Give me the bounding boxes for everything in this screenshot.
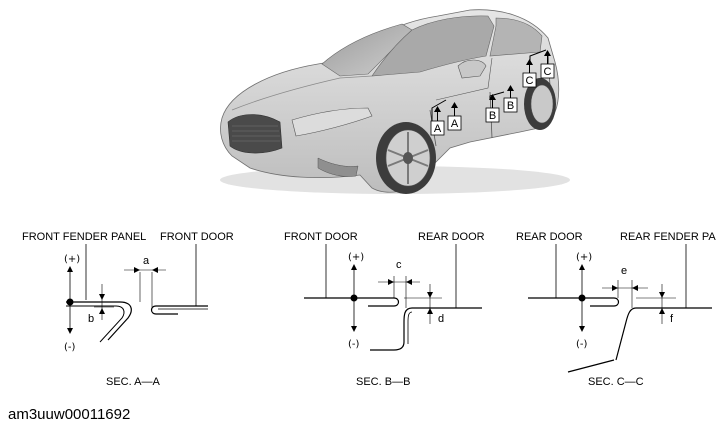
section-b-left-label: FRONT DOOR xyxy=(284,231,358,243)
section-c-gap-label: e xyxy=(621,265,627,277)
section-c-flush-label: f xyxy=(670,313,674,325)
section-a-flush-label: b xyxy=(88,313,94,325)
car-illustration xyxy=(220,9,570,194)
section-b-minus: (-) xyxy=(348,339,360,350)
marker-a-2: A xyxy=(447,102,462,131)
marker-a-1-label: A xyxy=(434,123,442,135)
section-a-plus: (+) xyxy=(64,254,80,265)
section-b-right-label: REAR DOOR xyxy=(418,231,485,243)
marker-a-1: A xyxy=(430,106,445,136)
section-b-caption: SEC. B—B xyxy=(356,376,410,388)
car-section-markers: A A B B C C xyxy=(430,50,555,136)
marker-c-2-label: C xyxy=(544,66,552,78)
section-a-gap-label: a xyxy=(143,255,150,267)
marker-c-1: C xyxy=(522,59,537,88)
section-c-caption: SEC. C—C xyxy=(588,376,644,388)
section-a-minus: (-) xyxy=(64,342,76,353)
marker-b-2: B xyxy=(503,85,518,113)
marker-c-1-label: C xyxy=(526,75,534,87)
section-c: REAR DOOR REAR FENDER PA (+) (-) e f SEC… xyxy=(516,231,716,388)
section-a-left-label: FRONT FENDER PANEL xyxy=(22,231,146,243)
marker-b-1-label: B xyxy=(489,110,496,122)
marker-b-2-label: B xyxy=(507,100,514,112)
marker-b-1: B xyxy=(485,94,500,123)
marker-a-2-label: A xyxy=(451,118,459,130)
figure-id: am3uuw00011692 xyxy=(8,406,131,423)
section-b-flush-label: d xyxy=(438,313,444,325)
section-c-minus: (-) xyxy=(576,339,588,350)
section-c-right-label: REAR FENDER PA xyxy=(620,231,716,243)
section-a: FRONT FENDER PANEL FRONT DOOR (+) (-) a … xyxy=(22,231,234,388)
section-c-plus: (+) xyxy=(576,252,592,263)
section-b-plus: (+) xyxy=(348,252,364,263)
section-b: FRONT DOOR REAR DOOR (+) (-) c d SEC. B—… xyxy=(284,231,485,388)
section-b-gap-label: c xyxy=(396,259,402,271)
section-c-left-label: REAR DOOR xyxy=(516,231,583,243)
marker-c-2: C xyxy=(540,50,555,79)
section-a-right-label: FRONT DOOR xyxy=(160,231,234,243)
section-a-caption: SEC. A—A xyxy=(106,376,160,388)
